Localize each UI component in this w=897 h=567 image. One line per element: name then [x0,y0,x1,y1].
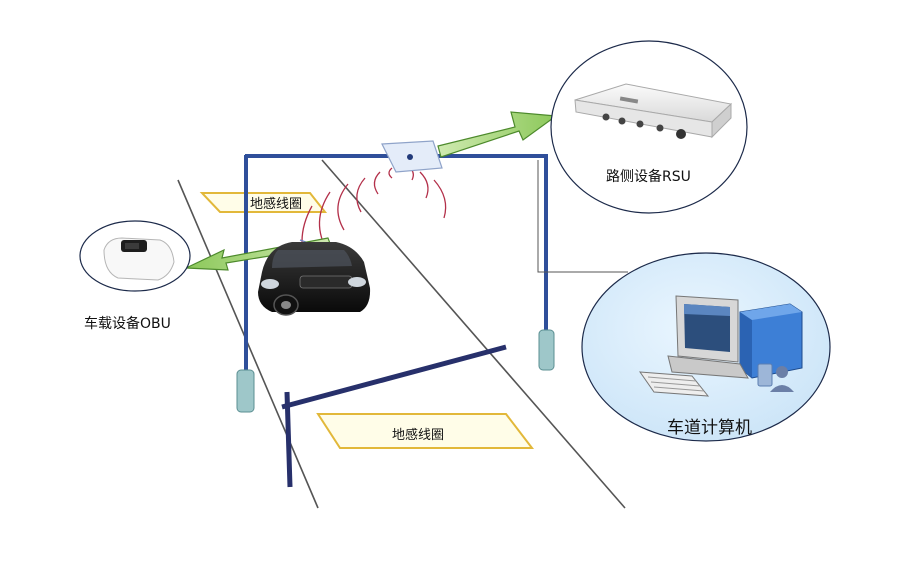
network-cable [537,160,628,273]
lane-computer-label: 车道计算机 [667,418,752,438]
arrow-to-rsu [437,111,558,158]
lane-computer-device [638,295,803,397]
loop-top-shape [199,192,328,213]
barrier-arm [281,344,507,410]
antenna-center [407,154,413,160]
right-pole-base [538,329,555,371]
barrier-gate [281,344,507,488]
left-pole-base [236,369,255,413]
loop-top-label: 地感线圈 [250,197,303,212]
obu-device [103,237,175,281]
obu-label: 车载设备OBU [84,316,171,332]
road-right-edge [321,159,626,509]
car [258,242,371,316]
rsu-label: 路侧设备RSU [606,169,691,185]
loop-bottom-shape [316,413,535,449]
rsu-device [574,83,733,139]
rsu-bubble [550,40,748,214]
loop-bottom-label: 地感线圈 [392,428,445,443]
